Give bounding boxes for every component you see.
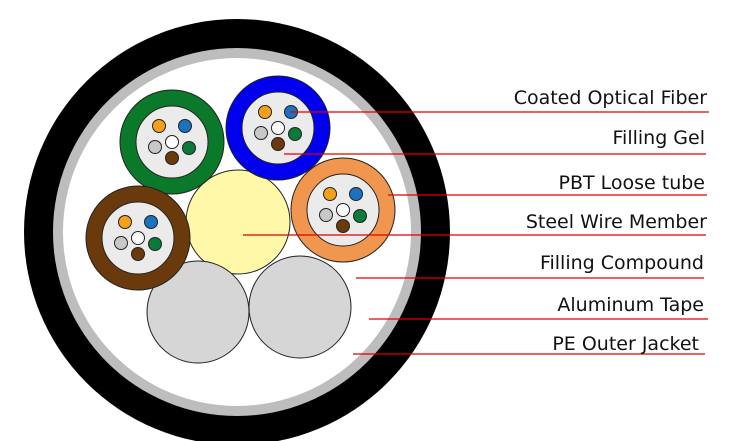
coated-optical-fiber — [349, 187, 363, 201]
coated-optical-fiber — [148, 140, 162, 154]
steel-wire-member — [185, 169, 291, 275]
coated-optical-fiber — [152, 119, 166, 133]
coated-optical-fiber — [353, 209, 367, 223]
coated-optical-fiber — [336, 219, 350, 233]
coated-optical-fiber — [271, 121, 285, 135]
coated-optical-fiber — [144, 215, 158, 229]
coated-optical-fiber — [114, 236, 128, 250]
label-steel-wire-member: Steel Wire Member — [525, 211, 707, 233]
label-coated-optical-fiber: Coated Optical Fiber — [513, 87, 707, 109]
label-pbt-loose-tube: PBT Loose tube — [558, 172, 705, 194]
label-filling-gel: Filling Gel — [612, 127, 706, 149]
coated-optical-fiber — [131, 247, 145, 261]
coated-optical-fiber — [254, 126, 268, 140]
coated-optical-fiber — [165, 151, 179, 165]
coated-optical-fiber — [271, 137, 285, 151]
filler-rod — [248, 255, 352, 359]
label-filling-compound: Filling Compound — [539, 252, 704, 274]
coated-optical-fiber — [258, 105, 272, 119]
coated-optical-fiber — [131, 231, 145, 245]
label-pe-outer-jacket: PE Outer Jacket — [552, 333, 699, 355]
coated-optical-fiber — [323, 187, 337, 201]
coated-optical-fiber — [319, 208, 333, 222]
label-aluminum-tape: Aluminum Tape — [557, 294, 704, 316]
coated-optical-fiber — [336, 203, 350, 217]
coated-optical-fiber — [182, 141, 196, 155]
coated-optical-fiber — [148, 237, 162, 251]
coated-optical-fiber — [178, 119, 192, 133]
coated-optical-fiber — [288, 127, 302, 141]
coated-optical-fiber — [118, 215, 132, 229]
coated-optical-fiber — [165, 135, 179, 149]
